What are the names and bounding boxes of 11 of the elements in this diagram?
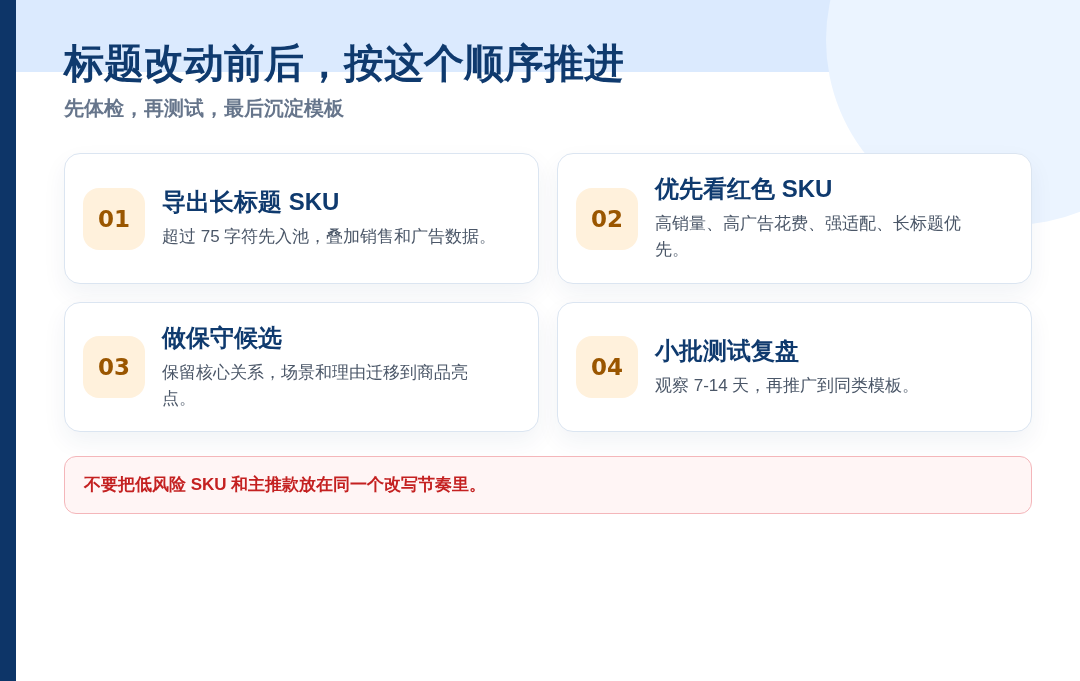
- step-title: 做保守候选: [162, 322, 283, 353]
- step-description: 高销量、高广告花费、强适配、长标题优先。: [655, 213, 962, 261]
- step-title: 优先看红色 SKU: [655, 174, 834, 204]
- step-title: 导出长标题 SKU: [162, 187, 341, 217]
- page-subtitle: 先体检，再测试，最后沉淀模板: [64, 96, 344, 121]
- step-title: 小批测试复盘: [655, 335, 800, 366]
- step-description: 观察 7-14 天，再推广到同类模板。: [655, 374, 920, 397]
- step-description: 保留核心关系，场景和理由迁移到商品亮点。: [162, 361, 469, 410]
- warning-text: 不要把低风险 SKU 和主推款放在同一个改写节奏里。: [84, 474, 487, 496]
- page-title: 标题改动前后，按这个顺序推进: [64, 40, 624, 87]
- step-description: 超过 75 字符先入池，叠加销售和广告数据。: [162, 226, 497, 248]
